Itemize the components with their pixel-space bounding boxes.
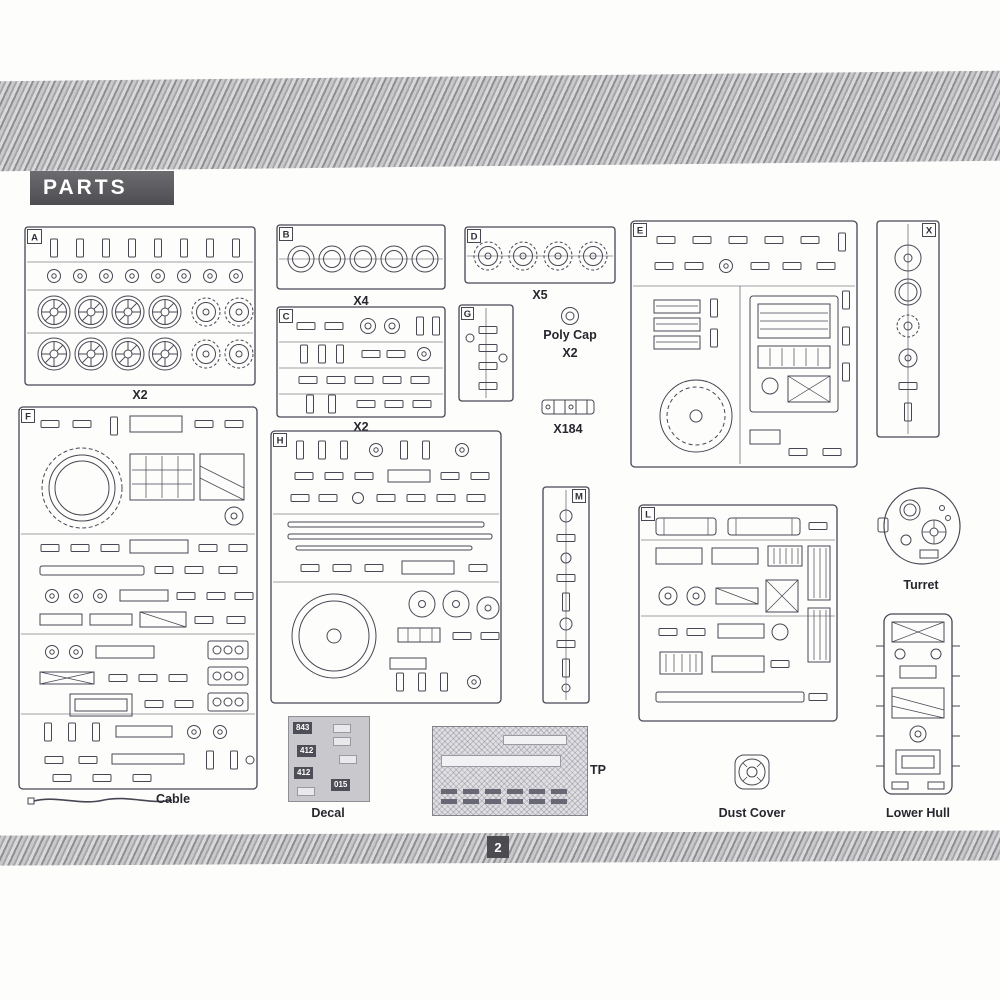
pe-bit xyxy=(529,789,545,794)
sprue-h-diagram: H xyxy=(270,430,502,704)
sprue-f-diagram: F xyxy=(18,406,258,790)
poly-cap-qty: X2 xyxy=(562,346,578,360)
pe-bit xyxy=(485,799,501,804)
page-title-text: PARTS xyxy=(43,176,128,199)
pe-strip xyxy=(503,735,567,745)
sprue-x-diagram: X xyxy=(876,220,940,438)
sprue-d-diagram: D xyxy=(464,226,616,284)
sprue-d-qty: X5 xyxy=(532,288,548,302)
decal-code-2: 412 xyxy=(297,745,317,757)
turret-part xyxy=(877,487,961,565)
track-link-part xyxy=(541,399,595,415)
pe-bit xyxy=(441,789,457,794)
decal-code-3: 412 xyxy=(294,767,314,779)
decal-code-1: 843 xyxy=(293,722,313,734)
pe-strip xyxy=(441,755,561,767)
sprue-b-letter: B xyxy=(283,230,290,241)
pe-bit xyxy=(485,789,501,794)
sprue-m-letter: M xyxy=(575,492,583,503)
sprue-b-diagram: B xyxy=(276,224,446,290)
pe-bit xyxy=(507,789,523,794)
sprue-b-qty: X4 xyxy=(353,294,369,308)
dust-cover-part xyxy=(734,754,770,790)
turret-label: Turret xyxy=(903,578,939,592)
pe-bit xyxy=(463,789,479,794)
top-hatch-band xyxy=(0,70,1000,172)
decal-patch xyxy=(333,724,351,733)
decal-patch xyxy=(333,737,351,746)
lower-hull-label: Lower Hull xyxy=(886,806,950,820)
sprue-c-diagram: C xyxy=(276,306,446,418)
tp-label: TP xyxy=(590,763,606,777)
lower-hull-part xyxy=(876,613,960,795)
sprue-l-letter: L xyxy=(645,510,651,521)
cable-part xyxy=(27,797,173,805)
sprue-a-qty: X2 xyxy=(132,388,148,402)
decal-sheet: 843 412 412 015 xyxy=(288,716,370,802)
sprue-f-letter: F xyxy=(25,412,31,423)
decal-code-4: 015 xyxy=(331,779,351,791)
sprue-c-letter: C xyxy=(283,312,290,323)
pe-bit xyxy=(463,799,479,804)
photo-etch-sheet xyxy=(432,726,588,816)
sprue-h-letter: H xyxy=(277,436,284,447)
sprue-e-letter: E xyxy=(637,226,643,237)
sprue-a-diagram: A xyxy=(24,226,256,386)
page-title: PARTS xyxy=(30,171,174,205)
pe-bit xyxy=(529,799,545,804)
sprue-g-diagram: G xyxy=(458,304,514,402)
sprue-d-letter: D xyxy=(471,232,478,243)
pe-bit xyxy=(507,799,523,804)
sprue-m-diagram: M xyxy=(542,486,590,704)
pe-bit xyxy=(551,789,567,794)
page-number-text: 2 xyxy=(494,839,502,855)
cable-label: Cable xyxy=(156,792,191,806)
pe-bit xyxy=(551,799,567,804)
dust-cover-label: Dust Cover xyxy=(718,806,786,820)
decal-patch xyxy=(339,755,357,764)
sprue-g-letter: G xyxy=(464,309,471,320)
poly-cap-part xyxy=(561,307,579,325)
sprue-l-diagram: L xyxy=(638,504,838,722)
poly-cap-label: Poly Cap xyxy=(543,328,597,342)
page-number: 2 xyxy=(487,836,509,858)
sprue-x-letter: X xyxy=(926,226,933,237)
sprue-a-letter: A xyxy=(31,233,38,244)
decal-label: Decal xyxy=(311,806,345,820)
sprue-e-diagram: E xyxy=(630,220,858,468)
track-qty: X184 xyxy=(553,422,583,436)
pe-bit xyxy=(441,799,457,804)
decal-patch xyxy=(297,787,315,796)
